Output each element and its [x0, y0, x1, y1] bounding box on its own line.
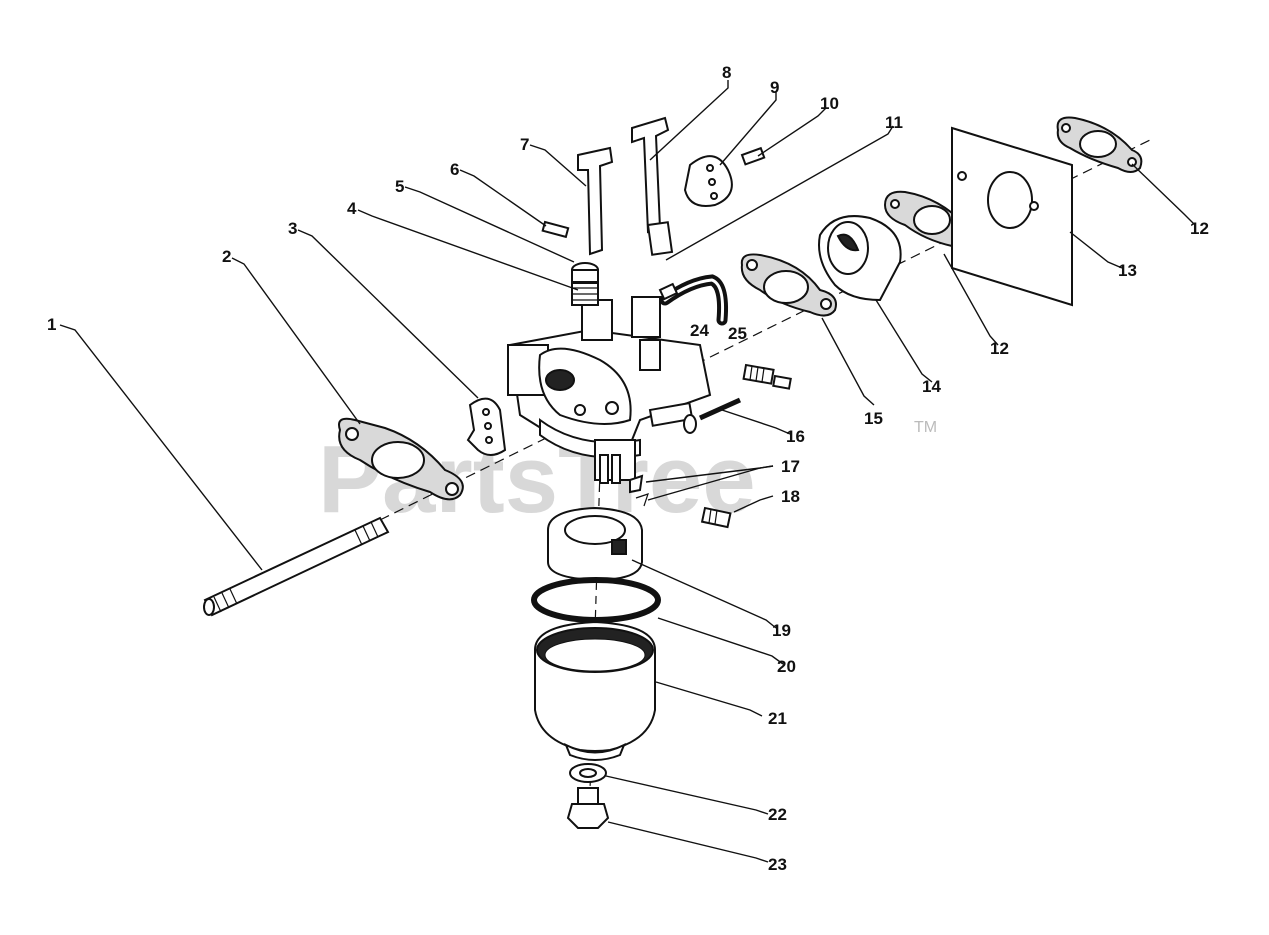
callout-10: 10 — [820, 94, 839, 113]
part-choke-shaft — [631, 116, 670, 234]
part-gasket-12-right — [1056, 116, 1143, 173]
part-clips — [629, 474, 649, 507]
part-spring — [571, 282, 599, 306]
callout-12-middle: 12 — [990, 339, 1009, 358]
part-screw-10 — [740, 146, 766, 166]
part-bushing — [571, 262, 599, 283]
part-fitting — [646, 221, 674, 256]
callout-25: 25 — [728, 324, 747, 343]
callout-8: 8 — [722, 63, 731, 82]
part-float — [547, 506, 643, 582]
watermark-tm: TM — [914, 419, 937, 436]
part-gasket-left — [338, 417, 464, 501]
part-washer — [569, 763, 607, 783]
callout-20: 20 — [777, 657, 796, 676]
callout-12-right: 12 — [1190, 219, 1209, 238]
callout-11: 11 — [885, 113, 903, 132]
callout-23: 23 — [768, 855, 787, 874]
callout-9: 9 — [770, 78, 779, 97]
callout-labels: 1 2 3 4 5 6 7 8 9 10 11 12 12 13 14 15 1… — [47, 63, 1209, 874]
part-pin — [698, 397, 742, 421]
callout-3: 3 — [288, 219, 297, 238]
part-throttle-plate — [683, 155, 733, 207]
callout-6: 6 — [450, 160, 459, 179]
callout-19: 19 — [772, 621, 791, 640]
callout-7: 7 — [520, 135, 529, 154]
part-spacer-14 — [818, 215, 902, 302]
callout-13: 13 — [1118, 261, 1137, 280]
part-throttle-shaft — [577, 146, 614, 256]
part-plate-13 — [951, 126, 1073, 307]
callout-22: 22 — [768, 805, 787, 824]
callout-17: 17 — [781, 457, 800, 476]
part-gasket-15 — [740, 253, 837, 317]
part-float-bowl — [534, 620, 656, 761]
leader-lines — [59, 80, 1195, 863]
part-screw-6 — [541, 220, 570, 239]
part-fuel-line — [658, 274, 728, 326]
callout-5: 5 — [395, 177, 404, 196]
part-choke-plate — [466, 397, 507, 456]
callout-14: 14 — [922, 377, 941, 396]
callout-15: 15 — [864, 409, 883, 428]
part-screw-18 — [700, 506, 732, 529]
callout-16: 16 — [786, 427, 805, 446]
part-o-ring — [531, 577, 661, 623]
callout-18: 18 — [781, 487, 800, 506]
callout-4: 4 — [347, 199, 357, 218]
callout-2: 2 — [222, 247, 231, 266]
callout-21: 21 — [768, 709, 787, 728]
part-carburetor-body — [507, 296, 712, 484]
part-idle-screw — [742, 363, 792, 390]
part-stud — [203, 516, 390, 617]
part-bowl-nut — [566, 787, 610, 829]
callout-1: 1 — [47, 315, 56, 334]
callout-24: 24 — [690, 321, 709, 340]
